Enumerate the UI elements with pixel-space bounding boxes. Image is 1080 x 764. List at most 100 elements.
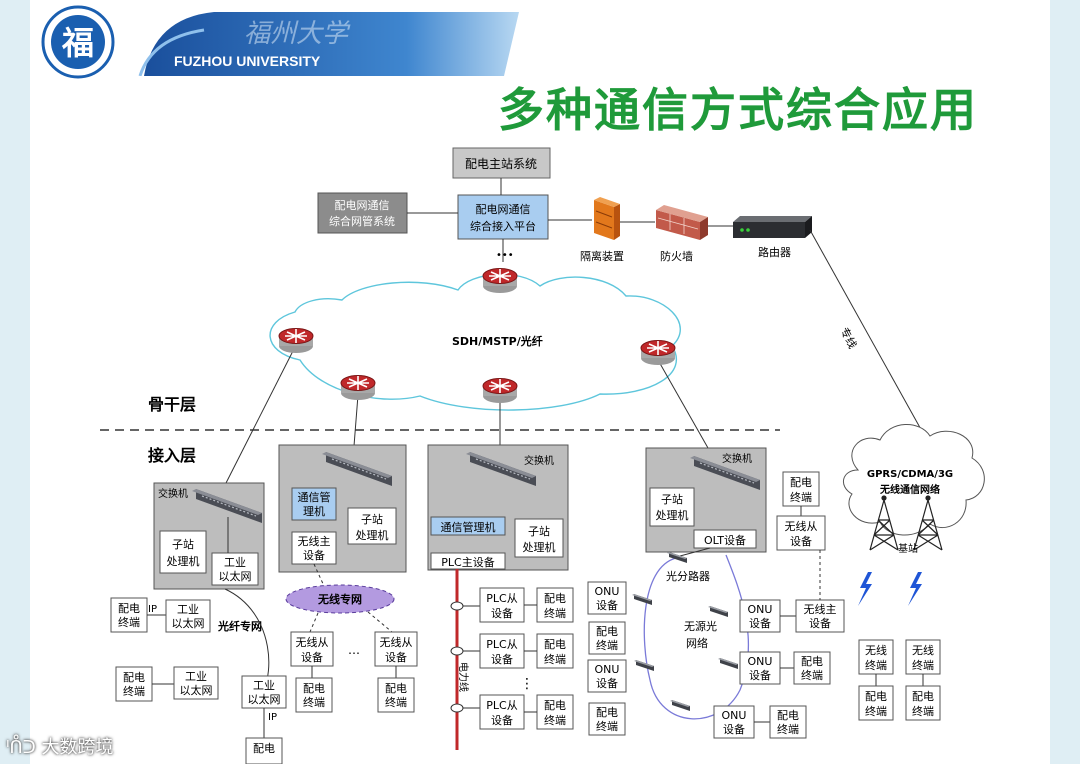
firewall-icon bbox=[656, 205, 708, 240]
diagram-label: 设备 bbox=[723, 722, 745, 736]
diagram-label: 设备 bbox=[303, 548, 325, 562]
diagram-label: 配电 bbox=[118, 602, 140, 615]
diagram-label: 工业 bbox=[224, 556, 246, 569]
ring-label: SDH/MSTP/光纤 bbox=[452, 334, 543, 348]
diagram-label: 配电 bbox=[790, 476, 812, 489]
device-box bbox=[290, 631, 334, 667]
diagram-label: ONU bbox=[748, 655, 773, 668]
diagram-label: 设备 bbox=[790, 534, 812, 548]
diagram-label: ONU bbox=[722, 709, 747, 722]
diagram-label: 无线从 bbox=[380, 635, 413, 649]
nms-label-1: 配电网通信 bbox=[335, 199, 390, 212]
diagram-label: 终端 bbox=[790, 490, 812, 504]
svg-text:福州大学: 福州大学 bbox=[244, 19, 351, 49]
diagram-label: 无线主 bbox=[804, 602, 837, 616]
diagram-label: 配电 bbox=[777, 709, 799, 722]
diagram-label: ONU bbox=[595, 663, 620, 676]
diagram-label: 设备 bbox=[596, 676, 618, 690]
logo-character: 福 bbox=[61, 24, 94, 62]
diagram-label: 设备 bbox=[491, 713, 513, 727]
device-box bbox=[211, 552, 259, 586]
diagram-label: 以太网 bbox=[172, 617, 205, 630]
device-box bbox=[452, 147, 551, 179]
device-box bbox=[347, 507, 397, 545]
diagram-label: 电力线 bbox=[457, 662, 470, 692]
diagram-label: 配电 bbox=[385, 682, 407, 695]
diagram-label: 配电 bbox=[253, 742, 275, 755]
device-box bbox=[245, 737, 283, 764]
diagram-label: PLC主设备 bbox=[441, 555, 494, 569]
diagram-label: IP bbox=[268, 712, 277, 723]
diagram-label: 终端 bbox=[303, 695, 325, 709]
device-box bbox=[291, 487, 337, 521]
diagram-label: 终端 bbox=[865, 704, 887, 718]
device-box bbox=[693, 529, 757, 549]
diagram-label: 设备 bbox=[749, 616, 771, 630]
diagram-label: ONU bbox=[595, 585, 620, 598]
diagram-label: … bbox=[348, 643, 360, 657]
diagram-label: ⋮ bbox=[520, 676, 534, 692]
diagram-label: 处理机 bbox=[356, 528, 389, 542]
diagram-label: 无源光 bbox=[684, 619, 717, 633]
diagram-label: IP bbox=[148, 604, 157, 615]
device-box bbox=[739, 651, 781, 685]
university-name: FUZHOU UNIVERSITY bbox=[174, 53, 321, 69]
diagram-label: 终端 bbox=[544, 652, 566, 666]
device-box bbox=[374, 631, 418, 667]
diagram-label: 以太网 bbox=[219, 570, 252, 583]
device-box bbox=[430, 516, 506, 536]
device-box bbox=[291, 531, 337, 565]
ring-router-icon-1 bbox=[278, 327, 314, 354]
device-box bbox=[536, 694, 574, 730]
diagram-label: 子站 bbox=[172, 537, 194, 551]
wireless-signal-icon-1 bbox=[858, 572, 872, 606]
device-box bbox=[739, 599, 781, 633]
svg-text:•••: ••• bbox=[496, 250, 514, 261]
site-a-switch-label: 交换机 bbox=[158, 487, 188, 500]
diagram-label: 处理机 bbox=[656, 508, 689, 522]
device-box bbox=[649, 487, 695, 527]
device-box bbox=[536, 633, 574, 669]
access-layer-label: 接入层 bbox=[148, 446, 196, 465]
device-box bbox=[587, 581, 627, 615]
device-box bbox=[295, 677, 333, 713]
diagram-label: 配电 bbox=[544, 699, 566, 712]
diagram-label: 子站 bbox=[528, 524, 550, 538]
diagram-label: 设备 bbox=[491, 606, 513, 620]
network-diagram: 配电主站系统 配电网通信 综合网管系统 配电网通信 综合接入平台 ••• 隔离装… bbox=[100, 147, 985, 764]
university-logo: 福 bbox=[41, 5, 115, 79]
slide-title: 多种通信方式综合应用 bbox=[498, 83, 978, 137]
diagram-label: PLC从 bbox=[486, 638, 517, 651]
diagram-label: 设备 bbox=[809, 616, 831, 630]
core-router-icon bbox=[482, 267, 518, 294]
diagram-label: 无线主 bbox=[298, 534, 331, 548]
diagram-label: 基站 bbox=[898, 542, 918, 555]
diagram-label: 处理机 bbox=[167, 554, 200, 568]
diagram-label: 终端 bbox=[596, 719, 618, 733]
slide: 福州大学 FUZHOU UNIVERSITY 福 多种通信方式综合应用 bbox=[30, 0, 1050, 764]
diagram-label: 网络 bbox=[686, 636, 708, 650]
watermark: ᑊᑍᑐ 大数跨境 bbox=[6, 737, 114, 758]
platform-label-2: 综合接入平台 bbox=[470, 219, 536, 233]
diagram-label: 终端 bbox=[385, 695, 407, 709]
diagram-label: 光分路器 bbox=[666, 569, 710, 583]
device-box bbox=[776, 515, 826, 551]
router-device-icon bbox=[733, 216, 812, 238]
diagram-label: 通信管理机 bbox=[441, 520, 496, 534]
device-box bbox=[536, 587, 574, 623]
firewall-label: 防火墙 bbox=[660, 249, 693, 263]
diagram-label: PLC从 bbox=[486, 592, 517, 605]
diagram-label: 终端 bbox=[544, 606, 566, 620]
diagram-label: 配电 bbox=[544, 638, 566, 651]
diagram-label: 终端 bbox=[777, 722, 799, 736]
backbone-layer-label: 骨干层 bbox=[148, 395, 196, 414]
diagram-label: 交换机 bbox=[722, 452, 752, 465]
dedicated-line-label: 专线 bbox=[837, 325, 860, 351]
splitter-icon bbox=[667, 552, 687, 563]
ring-router-icon-3 bbox=[482, 377, 518, 404]
device-box bbox=[430, 552, 506, 570]
device-box bbox=[905, 685, 941, 721]
diagram-label: 工业 bbox=[185, 670, 207, 683]
device-box bbox=[115, 666, 153, 702]
device-box bbox=[769, 705, 807, 739]
